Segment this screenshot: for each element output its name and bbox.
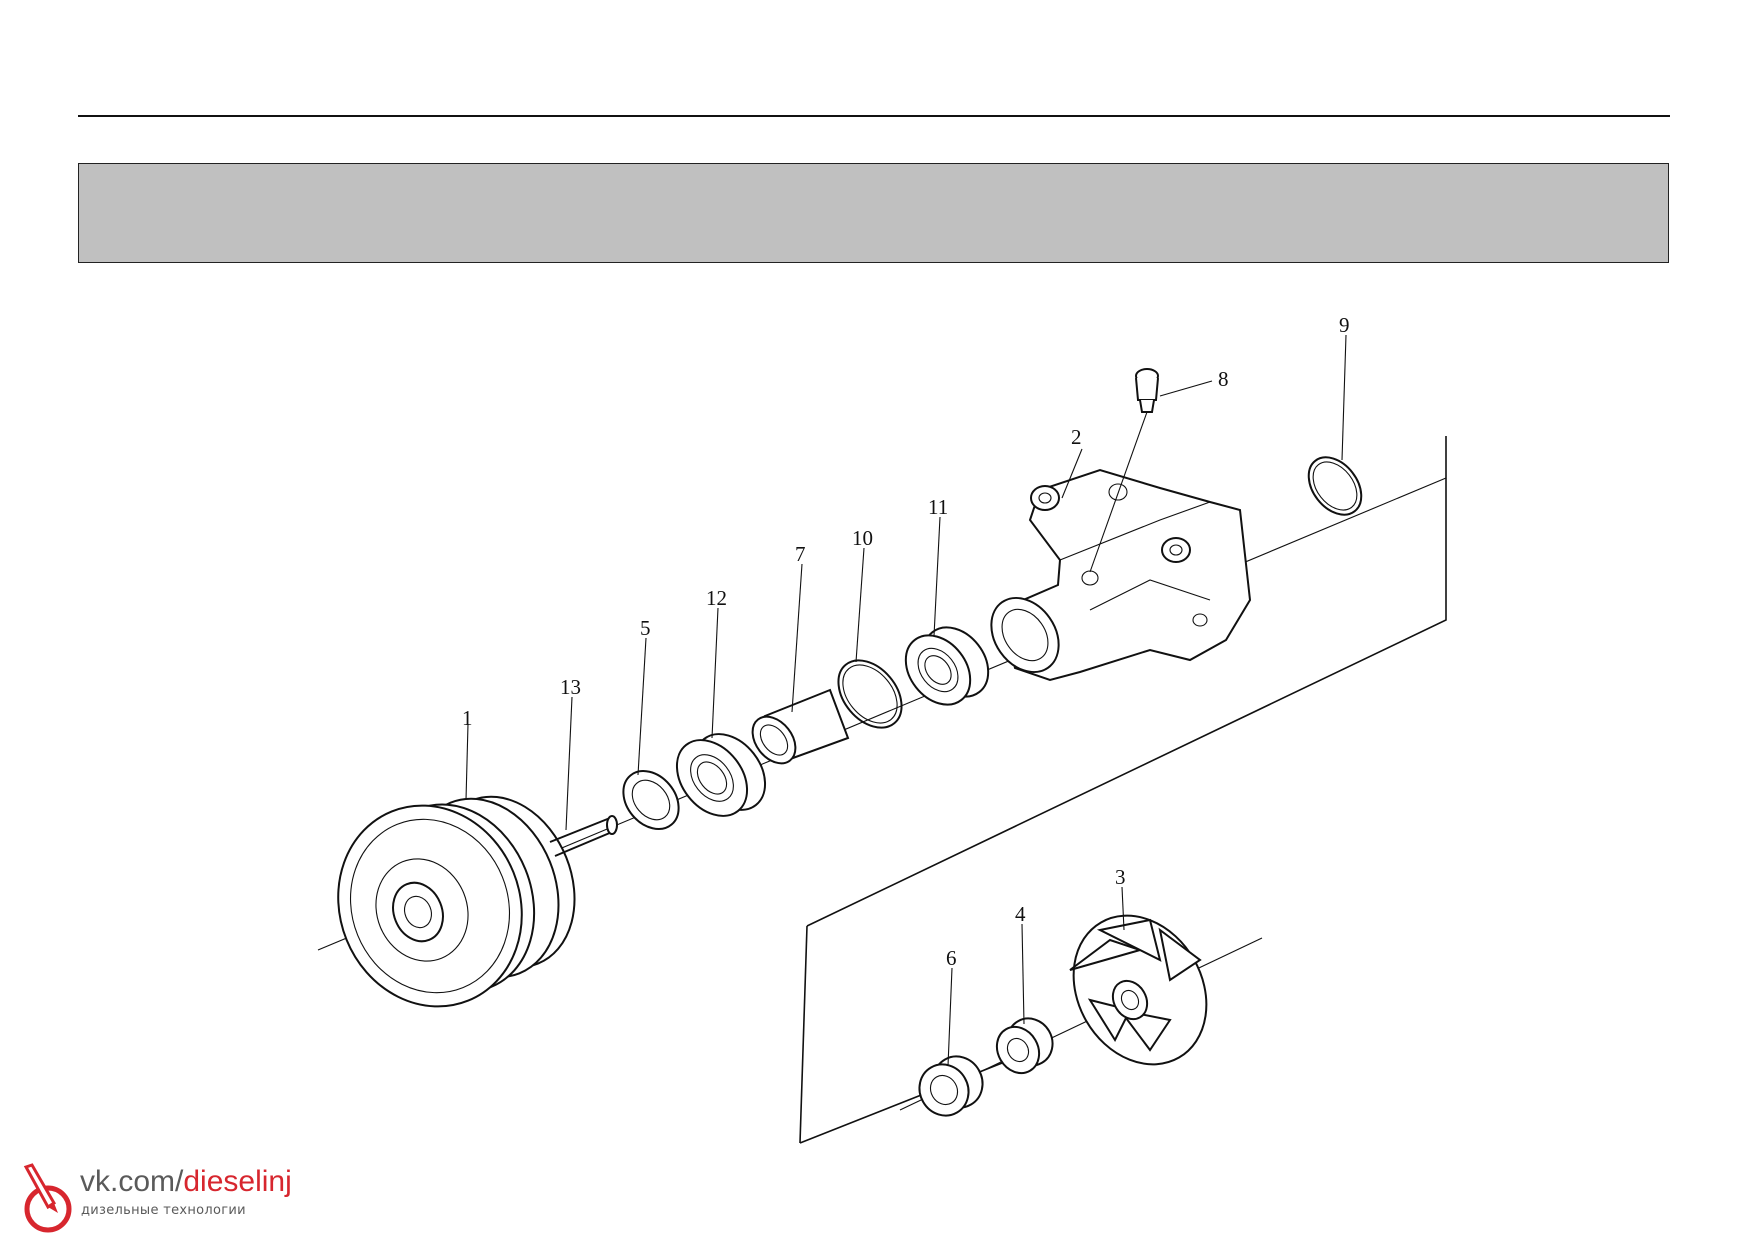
title-band [78, 163, 1669, 263]
callout-2: 2 [1071, 425, 1082, 449]
callout-8: 8 [1218, 367, 1229, 391]
callout-12: 12 [706, 586, 727, 610]
watermark-handle: dieselinj [183, 1165, 292, 1198]
callout-10: 10 [852, 526, 873, 550]
pump-housing-part-2 [990, 468, 1252, 682]
callout-3: 3 [1115, 865, 1126, 889]
watermark-url: vk.com/dieselinj [80, 1165, 292, 1199]
circlip-part-10 [837, 659, 903, 729]
spacer-sleeve-part-7 [751, 688, 850, 765]
callout-13: 13 [560, 675, 581, 699]
header-rule [78, 115, 1670, 117]
seal-part-4 [995, 1017, 1054, 1075]
impeller-part-3 [1069, 914, 1208, 1066]
impeller-plane-edge [799, 925, 808, 1144]
watermark-tagline: дизельные технологии [81, 1203, 246, 1218]
ring-part-6 [918, 1055, 984, 1117]
callout-4: 4 [1015, 902, 1026, 926]
bearing-part-12 [675, 733, 767, 817]
circlip-part-9 [1307, 456, 1363, 516]
watermark-prefix: vk.com/ [80, 1165, 184, 1198]
assembly-plane-outline [806, 436, 1447, 927]
bearing-part-11 [904, 626, 990, 706]
watermark: vk.com/dieselinj дизельные технологии [18, 1163, 318, 1233]
callout-7: 7 [795, 542, 806, 566]
injector-logo-icon [23, 1163, 72, 1233]
callout-11: 11 [928, 495, 948, 519]
shaft-part-13 [549, 815, 618, 857]
callout-5: 5 [640, 616, 651, 640]
callout-6: 6 [946, 946, 957, 970]
leader-lines [465, 334, 1347, 1067]
callout-9: 9 [1339, 313, 1350, 337]
seal-ring-part-5 [622, 770, 680, 830]
pulley-part-1 [337, 795, 576, 1008]
plug-part-8 [1089, 368, 1159, 573]
callout-1: 1 [462, 706, 473, 730]
